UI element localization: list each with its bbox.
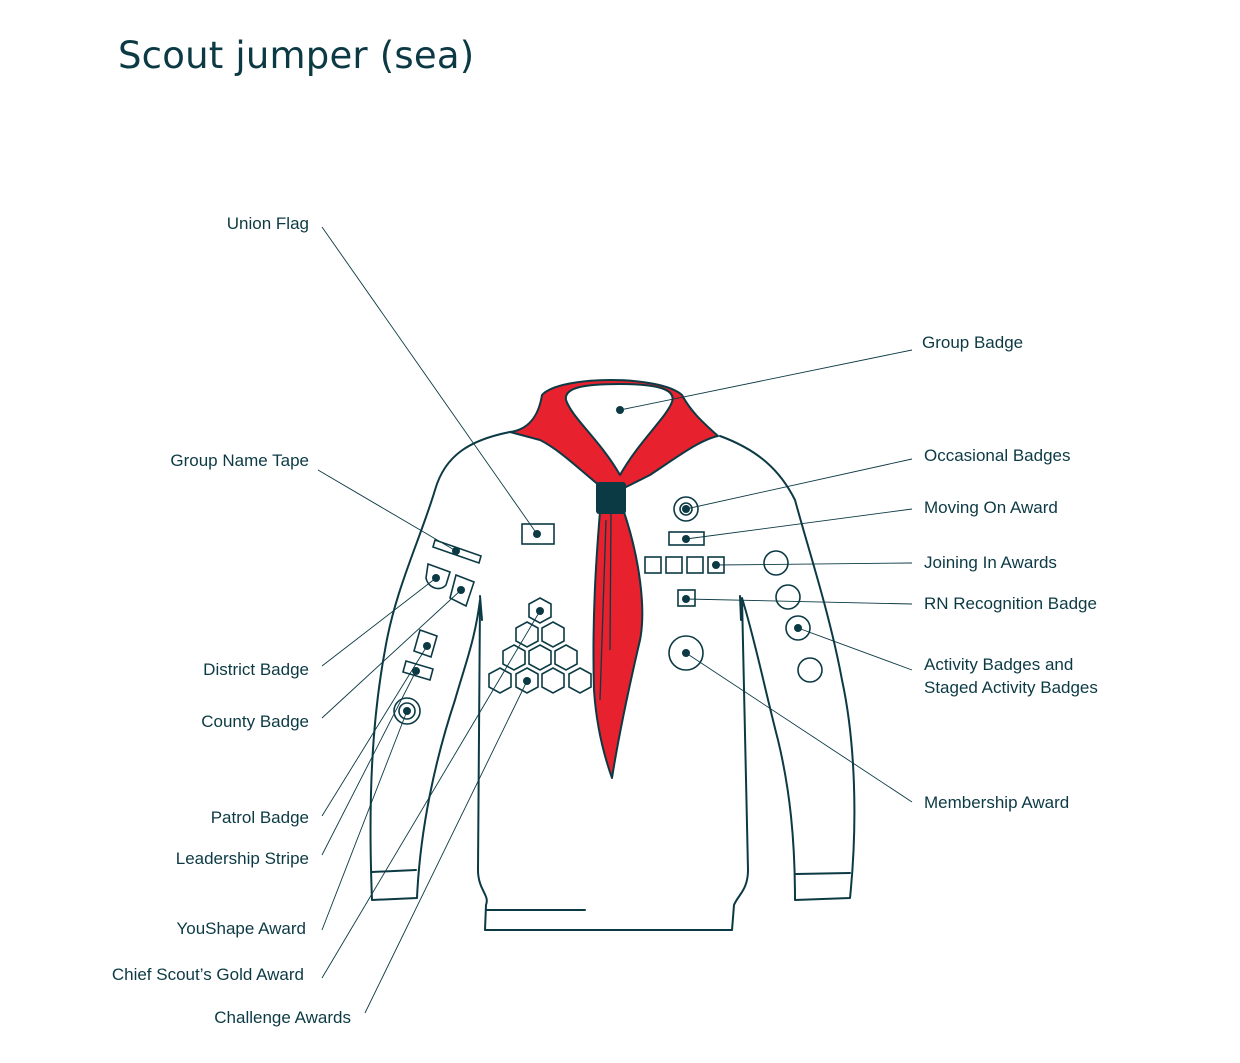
label-activity-badges-line2: Staged Activity Badges [924,678,1098,697]
label-challenge-awards: Challenge Awards [214,1008,351,1027]
chest-badges-right [488,523,592,694]
anchor-dots [403,406,802,715]
hexagon-badge [528,644,552,671]
leader-lines [317,226,913,1014]
label-youshape-award: YouShape Award [176,919,306,938]
necker [509,379,719,779]
label-joining-in-awards: Joining In Awards [924,553,1057,572]
label-chief-scouts-gold-award: Chief Scout’s Gold Award [112,965,304,984]
label-leadership-stripe: Leadership Stripe [176,849,309,868]
hexagon-badge [502,644,526,671]
right-sleeve-seam [479,595,483,621]
label-moving-on-award: Moving On Award [924,498,1058,517]
hexagon-badge [541,667,565,694]
hexagon-badge [568,667,592,694]
chest-badges-left [644,496,725,671]
necker-fold [599,513,612,701]
necker-tails [592,511,644,779]
page-title: Scout jumper (sea) [118,34,475,77]
right-cuff [371,869,417,873]
joining-in-award-badge [644,556,662,574]
left-sleeve-seam [739,595,742,621]
activity-badge [775,584,801,610]
hexagon-badge [541,621,565,648]
label-group-name-tape: Group Name Tape [170,451,309,470]
joining-in-award-badge [665,556,683,574]
label-county-badge: County Badge [201,712,309,731]
hexagon-badge [488,667,512,694]
label-occasional-badges: Occasional Badges [924,446,1070,465]
activity-badge [763,550,789,576]
labels: Union Flag Group Badge Group Name Tape O… [112,214,1098,1027]
activity-badges [763,550,823,683]
label-activity-badges-line1: Activity Badges and [924,655,1073,674]
label-district-badge: District Badge [203,660,309,679]
label-patrol-badge: Patrol Badge [211,808,309,827]
label-union-flag: Union Flag [227,214,309,233]
label-rn-recognition-badge: RN Recognition Badge [924,594,1097,613]
label-membership-award: Membership Award [924,793,1069,812]
hexagon-badge [515,621,539,648]
joining-in-award-badge [686,556,704,574]
label-group-badge: Group Badge [922,333,1023,352]
jumper-body [369,431,856,931]
woggle [596,482,626,514]
hexagon-badge [554,644,578,671]
activity-badge [797,657,823,683]
challenge-awards-hexagons [488,597,592,694]
left-cuff [795,872,851,875]
necker-collar-opening [564,383,674,476]
